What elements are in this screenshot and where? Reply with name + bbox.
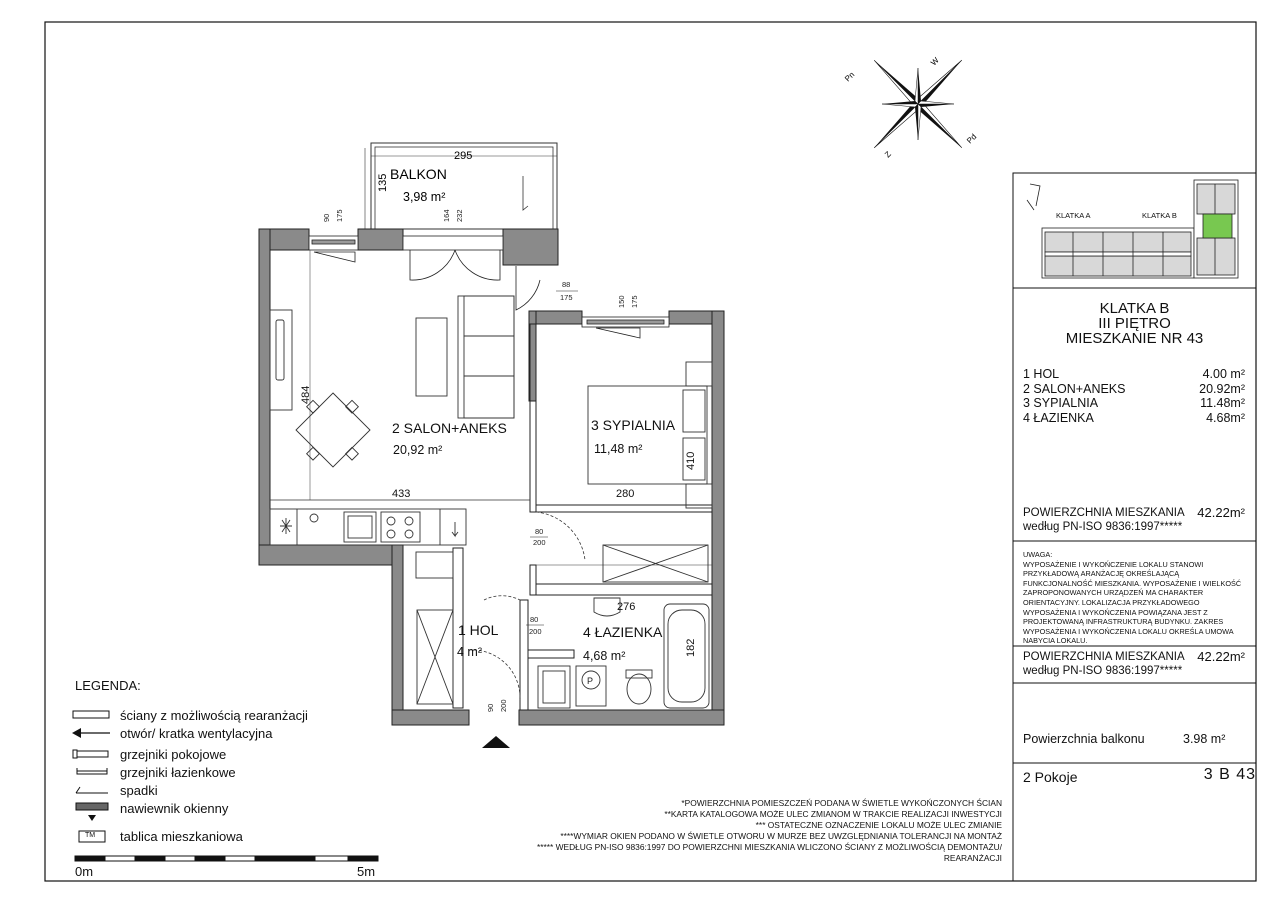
footnotes: *POWIERZCHNIA POMIESZCZEŃ PODANA W ŚWIET… bbox=[536, 798, 1002, 863]
balcony-area-row: Powierzchnia balkonu 3.98 m² bbox=[1023, 732, 1226, 746]
window-4-height: 175 bbox=[630, 295, 639, 308]
balcony-area: 3,98 m² bbox=[403, 190, 445, 204]
bathroom-name: 4 ŁAZIENKA bbox=[583, 624, 663, 640]
bathroom-dim-width: 276 bbox=[617, 601, 635, 613]
legend-item-vent: otwór/ kratka wentylacyjna bbox=[72, 726, 332, 744]
title-line-floor: III PIĘTRO bbox=[1098, 315, 1171, 332]
salon-dim-width: 433 bbox=[392, 488, 410, 500]
window-1-width: 90 bbox=[322, 214, 331, 222]
entrance-arrow-icon bbox=[482, 736, 510, 748]
legend-item-bath-radiator: grzejniki łazienkowe bbox=[72, 765, 332, 783]
door-2-width: 80 bbox=[530, 615, 538, 624]
trickle-vent-icon bbox=[75, 802, 109, 821]
salon-area: 20,92 m² bbox=[393, 443, 442, 457]
door-3-height: 200 bbox=[499, 699, 508, 712]
hall-name: 1 HOL bbox=[458, 622, 499, 638]
apartment-title: KLATKA B III PIĘTRO MIESZKANIE NR 43 bbox=[1013, 301, 1256, 346]
door-2-height: 200 bbox=[529, 627, 542, 636]
balcony-depth-dim: 135 bbox=[377, 174, 389, 192]
keyplan-label-b: KLATKA B bbox=[1142, 211, 1177, 220]
apartment-plate-icon bbox=[78, 830, 106, 843]
compass-rose-icon: Pn W Z Pd bbox=[843, 55, 978, 160]
balcony-label: BALKON bbox=[390, 166, 447, 182]
apartment-code: 3 B 43 bbox=[1203, 766, 1256, 783]
scale-start-label: 0m bbox=[75, 864, 94, 879]
hall-area: 4 m² bbox=[457, 645, 482, 659]
total-area-row-1: POWIERZCHNIA MIESZKANIA według PN-ISO 98… bbox=[1023, 505, 1245, 534]
vent-arrow-icon bbox=[72, 728, 110, 738]
salon-name: 2 SALON+ANEKS bbox=[392, 420, 507, 436]
slope-icon bbox=[75, 786, 108, 794]
balcony: BALKON 3,98 m² 295 135 bbox=[364, 142, 558, 230]
window-1-height: 175 bbox=[335, 209, 344, 222]
keyplan-label-a: KLATKA A bbox=[1056, 211, 1090, 220]
legend-item-walls: ściany z możliwością rearanżacji bbox=[72, 708, 332, 726]
svg-text:P: P bbox=[587, 676, 593, 686]
partitions bbox=[452, 323, 713, 711]
window-2-width: 164 bbox=[442, 209, 451, 222]
scale-bar bbox=[74, 855, 379, 862]
window-4-width: 150 bbox=[617, 295, 626, 308]
door-swings bbox=[468, 511, 586, 701]
legend-item-trickle-vent: nawiewnik okienny bbox=[72, 801, 332, 821]
salon-furniture bbox=[269, 250, 530, 705]
balcony-width-dim: 295 bbox=[454, 150, 472, 162]
compass-east: Pd bbox=[965, 132, 978, 145]
door-3-width: 90 bbox=[486, 704, 495, 712]
sidebar-frame bbox=[1012, 172, 1257, 882]
legend-item-tm: TM tablica mieszkaniowa bbox=[72, 829, 332, 847]
window-3-width: 88 bbox=[562, 280, 570, 289]
walls bbox=[258, 228, 725, 726]
door-1-width: 80 bbox=[535, 527, 543, 536]
bedroom-name: 3 SYPIALNIA bbox=[591, 417, 676, 433]
info-panel: KLATKA B III PIĘTRO MIESZKANIE NR 43 1 H… bbox=[1013, 173, 1256, 881]
opening-dims: 90 175 164 232 88 175 150 175 80 200 80 … bbox=[322, 209, 639, 712]
legend-title: LEGENDA: bbox=[75, 678, 141, 693]
scale-end-label: 5m bbox=[357, 864, 376, 879]
windows bbox=[308, 235, 670, 339]
compass-south: Z bbox=[883, 150, 893, 160]
disclaimer-note: UWAGA: WYPOSAŻENIE I WYKOŃCZENIE LOKALU … bbox=[1023, 550, 1242, 646]
bathroom-dim-height: 182 bbox=[685, 639, 697, 657]
door-1-height: 200 bbox=[533, 538, 546, 547]
bedroom-area: 11,48 m² bbox=[594, 442, 642, 456]
total-area-row-2: POWIERZCHNIA MIESZKANIA według PN-ISO 98… bbox=[1023, 649, 1245, 678]
wall-symbol-icon bbox=[72, 710, 110, 719]
bedroom-dim-height: 410 bbox=[685, 452, 697, 470]
bathroom-area: 4,68 m² bbox=[583, 649, 625, 663]
window-3-height: 175 bbox=[560, 293, 573, 302]
rooms-count: 2 Pokoje bbox=[1023, 769, 1078, 785]
key-plan bbox=[1026, 179, 1239, 279]
bathroom-fixtures: P bbox=[537, 597, 710, 709]
bedroom-dim-width: 280 bbox=[616, 488, 634, 500]
legend-item-radiator: grzejniki pokojowe bbox=[72, 747, 332, 765]
title-line-staircase: KLATKA B bbox=[1099, 300, 1170, 317]
radiator-icon bbox=[72, 749, 109, 759]
bath-radiator-icon bbox=[76, 768, 108, 775]
keyplan-highlight bbox=[1202, 213, 1233, 239]
compass-north: Pn bbox=[843, 70, 856, 83]
compass-west: W bbox=[929, 55, 941, 67]
room-labels: 2 SALON+ANEKS 20,92 m² 484 433 3 SYPIALN… bbox=[300, 386, 697, 663]
title-line-apartment: MIESZKANIE NR 43 bbox=[1065, 330, 1204, 347]
legend-item-slope: spadki bbox=[72, 783, 332, 801]
window-2-height: 232 bbox=[455, 209, 464, 222]
bedroom-furniture bbox=[536, 361, 713, 583]
salon-dim-height: 484 bbox=[300, 386, 312, 404]
